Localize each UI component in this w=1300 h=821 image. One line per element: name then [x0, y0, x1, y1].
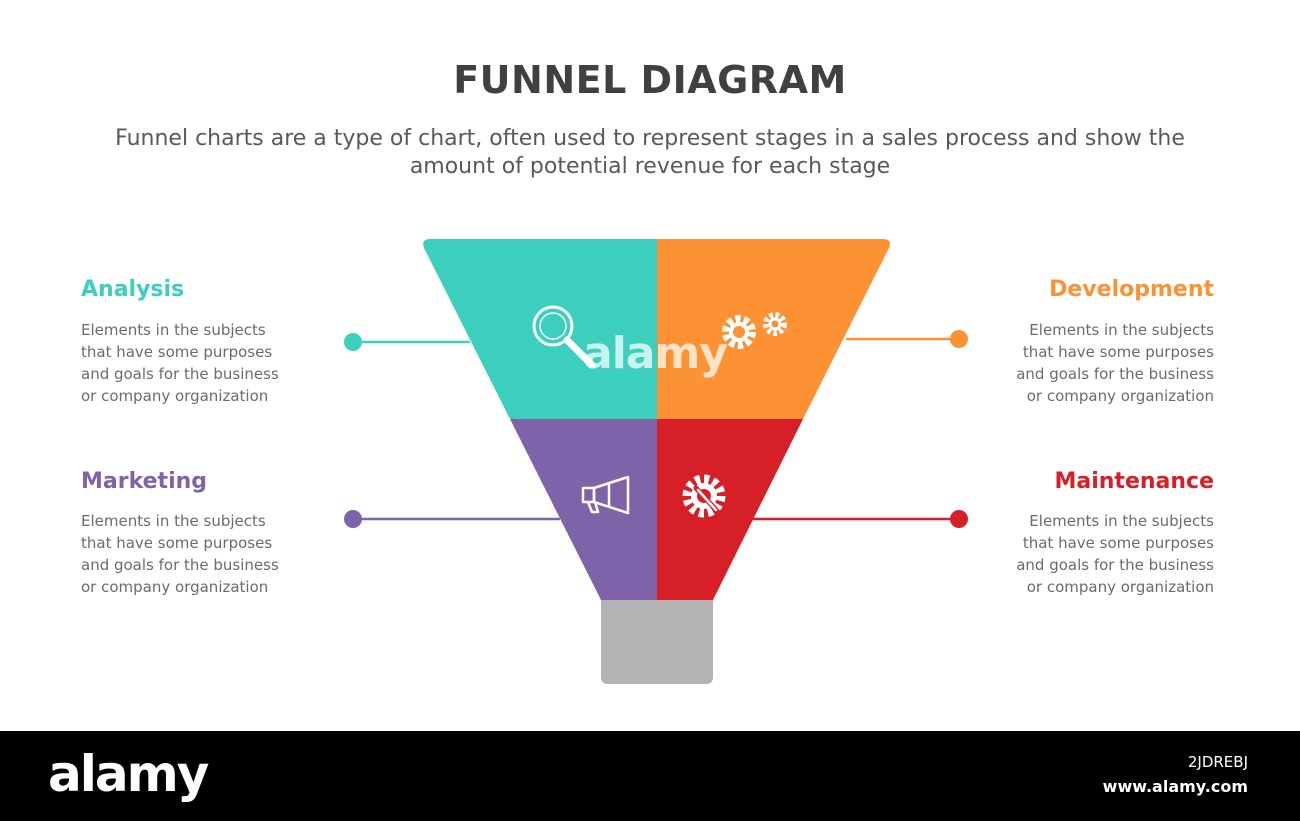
page-subtitle: Funnel charts are a type of chart, often…	[0, 125, 1300, 181]
stage-desc-line: Elements in the subjects	[81, 512, 266, 530]
stage-desc-development: Elements in the subjects that have some …	[974, 319, 1214, 407]
subtitle-line-1: Funnel charts are a type of chart, often…	[115, 126, 1185, 151]
stage-desc-line: or company organization	[81, 578, 269, 596]
image-id: 2JDREBJ	[1187, 753, 1248, 771]
funnel-diagram	[344, 239, 968, 684]
stage-desc-line: and goals for the business	[1016, 365, 1214, 383]
funnel-segment-marketing	[510, 419, 657, 600]
stage-desc-line: that have some purposes	[1022, 343, 1214, 361]
megaphone-icon	[581, 475, 630, 515]
funnel-segment-maintenance	[657, 419, 803, 600]
stage-desc-line: and goals for the business	[81, 556, 279, 574]
stage-desc-line: Elements in the subjects	[1029, 512, 1214, 530]
stage-desc-analysis: Elements in the subjects that have some …	[81, 319, 321, 407]
site-url: www.alamy.com	[1102, 777, 1248, 796]
stage-desc-line: and goals for the business	[81, 365, 279, 383]
stage-desc-maintenance: Elements in the subjects that have some …	[974, 510, 1214, 598]
stock-footer-bar: alamy 2JDREBJ www.alamy.com	[0, 731, 1300, 821]
stage-desc-line: or company organization	[1026, 387, 1214, 405]
alamy-logo: alamy	[48, 745, 209, 803]
connector-marketing	[344, 510, 560, 528]
stage-desc-line: that have some purposes	[81, 534, 273, 552]
connector-maintenance	[753, 510, 968, 528]
stage-desc-line: or company organization	[1026, 578, 1214, 596]
subtitle-line-2: amount of potential revenue for each sta…	[409, 154, 891, 179]
funnel-stem	[601, 600, 713, 684]
watermark: alamy	[583, 328, 728, 379]
connector-analysis	[344, 333, 470, 351]
stage-title-development: Development	[1049, 277, 1214, 302]
stage-desc-line: Elements in the subjects	[1029, 321, 1214, 339]
stage-title-maintenance: Maintenance	[1054, 469, 1214, 494]
infographic-canvas: FUNNEL DIAGRAM Funnel charts are a type …	[0, 58, 1300, 684]
magnifier-icon	[532, 305, 596, 369]
stage-desc-line: or company organization	[81, 387, 269, 405]
stage-desc-line: and goals for the business	[1016, 556, 1214, 574]
connector-development	[846, 330, 968, 348]
page-title: FUNNEL DIAGRAM	[453, 58, 847, 102]
gear-wrench-icon	[682, 474, 726, 518]
stage-desc-line: Elements in the subjects	[81, 321, 266, 339]
stage-desc-marketing: Elements in the subjects that have some …	[81, 510, 321, 598]
stage-desc-line: that have some purposes	[81, 343, 273, 361]
gears-icon	[722, 312, 787, 349]
stage-desc-line: that have some purposes	[1022, 534, 1214, 552]
stage-title-marketing: Marketing	[81, 469, 208, 494]
stage-title-analysis: Analysis	[81, 277, 185, 302]
